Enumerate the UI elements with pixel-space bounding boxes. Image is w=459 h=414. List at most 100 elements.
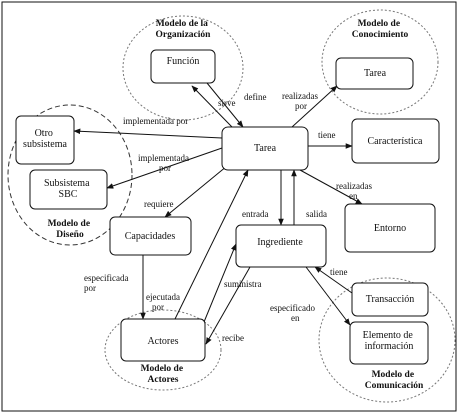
edge-requiere: requiere: [144, 165, 228, 218]
edge-label-line: especificado: [270, 303, 315, 313]
node-tarea-conocimiento: Tarea: [335, 57, 414, 90]
node-capacidades: Capacidades: [109, 216, 192, 256]
region-label: Modelo de Comunicación: [365, 370, 424, 391]
region-label-line: Comunicación: [365, 381, 424, 391]
region-label: Modelo de Actores: [141, 364, 186, 385]
node-label: Subsistema SBC: [44, 178, 92, 200]
region-label-line: Modelo de: [358, 19, 400, 29]
edge-label: define: [244, 92, 267, 102]
node-transaccion: Transacción: [351, 282, 429, 317]
node-label-line: SBC: [59, 189, 78, 200]
node-label: Entorno: [374, 223, 406, 234]
edge-label-line: realizadas: [336, 181, 372, 191]
edge-suministra: suministra: [203, 243, 262, 323]
region-label-line: Modelo de: [141, 364, 183, 374]
node-label-line: información: [365, 341, 414, 352]
edge-label-line: implementada: [138, 153, 189, 163]
node-label: Capacidades: [125, 231, 176, 242]
edge-ejecutada-por: ejecutada por: [146, 169, 249, 320]
edge-label-line: requiere: [144, 199, 173, 209]
edge-label: entrada: [242, 209, 268, 219]
region-modelo-comunicacion: Modelo de Comunicación: [318, 277, 456, 403]
edge-label-line: sirve: [218, 98, 236, 108]
edge-label-line: por: [84, 283, 96, 293]
node-otro-subsistema: Otro subsistema: [15, 115, 75, 165]
node-label-line: subsistema: [23, 139, 67, 150]
edge-label-line: entrada: [242, 209, 268, 219]
region-label-line: Modelo de la: [156, 19, 208, 29]
edge-label: recibe: [222, 333, 244, 343]
edge-label-line: ejecutada: [146, 292, 180, 302]
edge-label: realizadas por: [282, 91, 320, 111]
edge-label: tiene: [318, 130, 336, 140]
edge-realizadas-por: realizadas por: [282, 85, 338, 128]
node-label-line: Capacidades: [125, 231, 176, 242]
edge-realizadas-en: realizadas en: [299, 169, 372, 205]
node-subsistema-sbc: Subsistema SBC: [29, 169, 108, 210]
edge-label-line: en: [349, 191, 358, 201]
edge-especificado-en: especificado en: [270, 266, 351, 326]
region-label-line: Diseño: [56, 230, 84, 240]
node-label-line: Subsistema: [44, 178, 90, 189]
edge-especificada-por: especificada por: [84, 255, 146, 320]
node-label: Actores: [147, 336, 178, 347]
region-label: Modelo de Conocimiento: [352, 19, 409, 40]
edge-sirve: sirve: [206, 82, 244, 128]
node-label: Otro subsistema: [23, 128, 67, 150]
edge-label: especificada por: [84, 273, 131, 293]
region-label-line: Organización: [156, 30, 212, 40]
node-entorno: Entorno: [344, 203, 436, 253]
edge-label: implementada por: [138, 153, 191, 173]
node-label: Tarea: [254, 143, 277, 154]
node-label-line: Ingrediente: [257, 237, 303, 248]
edge-label-line: tiene: [330, 267, 348, 277]
edge-label: especificado en: [270, 303, 317, 323]
edge-label: implementada por: [123, 116, 188, 126]
node-label-line: Función: [167, 56, 200, 67]
node-label: Función: [167, 56, 200, 67]
edge-implementada-por-otro-subsistema: implementada por: [73, 116, 223, 139]
edge-label: requiere: [144, 199, 173, 209]
edge-label-line: tiene: [318, 130, 336, 140]
region-modelo-actores: Modelo de Actores: [104, 309, 222, 391]
edge-label-line: por: [159, 163, 171, 173]
node-label-line: Característica: [368, 136, 424, 147]
node-label-line: Transacción: [366, 294, 415, 305]
node-label: Elemento de información: [363, 330, 416, 352]
node-label-line: Otro: [35, 128, 53, 139]
edge-label: sirve: [218, 98, 236, 108]
node-label-line: Actores: [147, 336, 178, 347]
node-elemento-informacion: Elemento de información: [349, 321, 429, 365]
edge-label-line: por: [152, 302, 164, 312]
region-label-line: Modelo de: [48, 219, 90, 229]
node-label-line: Elemento de: [363, 330, 414, 341]
region-modelo-diseno: Modelo de Diseño: [7, 104, 133, 246]
edge-label-line: salida: [306, 209, 327, 219]
edge-label-line: en: [291, 313, 300, 323]
region-label: Modelo de la Organización: [156, 19, 212, 40]
edge-label-line: realizadas: [282, 91, 318, 101]
edge-recibe: recibe: [205, 266, 251, 345]
node-label-line: Entorno: [374, 223, 406, 234]
node-label: Transacción: [366, 294, 415, 305]
region-label-line: Actores: [148, 375, 179, 385]
region-modelo-organizacion: Modelo de la Organización: [122, 15, 244, 121]
edge-implementada-por-sbc: implementada por: [106, 147, 223, 189]
edge-label: tiene: [330, 267, 348, 277]
edge-define: define: [191, 85, 267, 128]
node-ingrediente: Ingrediente: [235, 224, 327, 268]
edge-label-line: implementada por: [123, 116, 188, 126]
node-label: Característica: [368, 136, 424, 147]
region-label-line: Modelo de: [372, 370, 414, 380]
node-label-line: Tarea: [364, 68, 387, 79]
edge-label-line: por: [295, 101, 307, 111]
node-label: Ingrediente: [257, 237, 303, 248]
node-actores: Actores: [120, 318, 206, 362]
edge-label: salida: [306, 209, 327, 219]
edge-label-line: especificada: [84, 273, 128, 283]
region-modelo-conocimiento: Modelo de Conocimiento: [321, 9, 439, 115]
edge-entrada: entrada: [242, 170, 284, 226]
edge-label: ejecutada por: [146, 292, 182, 312]
